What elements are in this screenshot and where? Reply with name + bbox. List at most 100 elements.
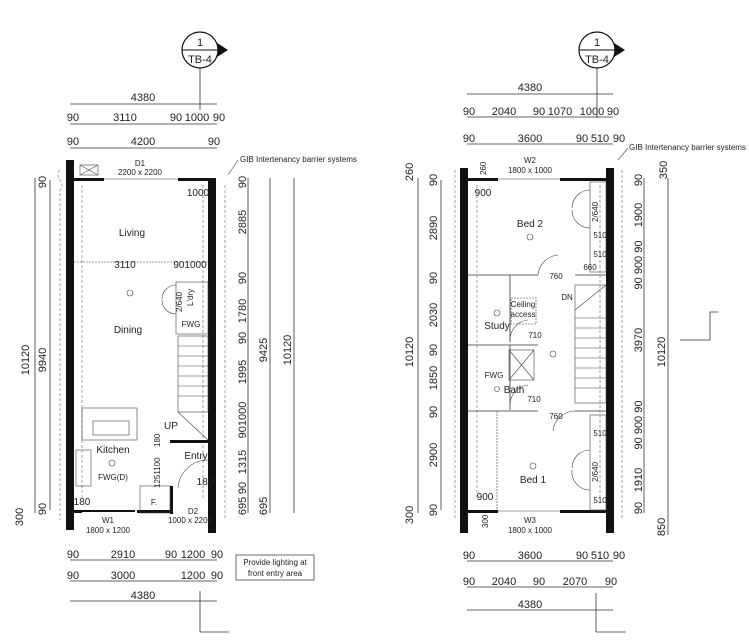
dim-text: 4200 — [131, 136, 155, 148]
door-tag: D1 — [135, 159, 146, 168]
dim-text: 1995 — [237, 360, 249, 384]
window-tag: W2 — [524, 156, 537, 165]
dim-text: 90 — [170, 112, 182, 124]
ceiling-access-label: Ceiling — [511, 300, 535, 309]
window-tag: W1 — [102, 516, 115, 525]
light-fixture-icon — [529, 462, 537, 470]
dim-text: 3600 — [518, 550, 542, 562]
right-dimensions-first: 350 90 1900 90 900 90 3970 90 900 90 191… — [633, 161, 718, 536]
room-label-laundry: L'dry — [186, 289, 195, 306]
dim-text: 510 — [593, 231, 607, 240]
dim-text: 300 — [481, 514, 490, 528]
dim-text: 510 — [593, 496, 607, 505]
dim-text: 1000 — [187, 188, 210, 199]
door-tag: D2 — [188, 507, 199, 516]
dim-text: 260 — [479, 161, 488, 175]
note-line: Provide lighting at — [243, 558, 307, 567]
walls-left — [57, 160, 226, 533]
dim-text: 90 — [613, 550, 625, 562]
dim-text: 1315 — [237, 450, 249, 474]
room-label-bed2: Bed 2 — [517, 219, 544, 230]
dim-text: 1850 — [428, 366, 440, 390]
dim-text: 90 — [67, 136, 79, 148]
dim-text: 90 — [428, 504, 440, 516]
dim-text: 2/640 — [591, 201, 600, 222]
fridge-label: F. — [151, 498, 157, 507]
dim-text: 90 — [237, 176, 249, 188]
dim-text: 90 — [213, 112, 225, 124]
gib-barrier-note: GIB Intertenancy barrier systems — [240, 155, 357, 164]
dim-text: 3110 — [114, 260, 136, 271]
dim-text: 2030 — [428, 303, 440, 327]
light-fixture-icon — [108, 459, 116, 467]
dim-text: 90 — [211, 549, 223, 561]
dim-text: 90 900 90 — [633, 401, 645, 450]
dim-text: 350 — [658, 161, 670, 179]
ceiling-access-label: access — [511, 310, 536, 319]
dim-text: 90 — [165, 549, 177, 561]
room-label-dining: Dining — [114, 325, 142, 336]
dim-text: 180 — [153, 433, 162, 447]
window-size: 1800 x 1000 — [508, 166, 553, 175]
dim-text: 900 — [475, 188, 492, 199]
light-fixture-icon — [493, 309, 501, 317]
section-number: 1 — [197, 37, 203, 49]
dim-text: 90 — [237, 272, 249, 284]
dim-text: 10120 — [20, 345, 32, 376]
dim-text: 695 — [237, 497, 249, 515]
dim-text: 660 — [583, 263, 597, 272]
dim-text: 4380 — [131, 92, 155, 104]
dim-text: 90 900 90 — [633, 241, 645, 290]
dim-text: 90 — [237, 482, 249, 494]
dim-text: 4380 — [518, 82, 542, 94]
dim-text: 90 — [633, 174, 645, 186]
dim-text: 90 — [208, 136, 220, 148]
dim-text: 90 — [607, 106, 619, 118]
dim-text: 1900 — [633, 203, 645, 227]
dim-text: 90 — [463, 106, 475, 118]
dim-text: 4380 — [131, 590, 155, 602]
dim-text: 710 — [528, 331, 542, 340]
dim-text: 710 — [527, 395, 541, 404]
room-label-study: Study — [484, 321, 510, 332]
dim-text: 90 — [67, 112, 79, 124]
dim-text: 510 — [591, 133, 609, 145]
room-label-entry: Entry — [184, 451, 207, 462]
dim-text: 1910 — [633, 468, 645, 492]
dim-text: 1251100 — [153, 457, 162, 488]
dim-text: 760 — [549, 272, 563, 281]
dim-text: 9940 — [37, 348, 49, 372]
room-label-living: Living — [119, 228, 145, 239]
stair-treads-left — [178, 345, 208, 397]
dim-text: 90 — [211, 570, 223, 582]
room-label-bath: Bath — [504, 385, 525, 396]
dim-text: 1780 — [237, 299, 249, 323]
dim-text: 90 — [463, 576, 475, 588]
dim-text: 10120 — [282, 335, 294, 366]
right-dimensions-ground: 90 2885 90 1780 90 1995 901000 1315 90 6… — [237, 176, 295, 515]
fwg-label: FWG — [485, 371, 504, 380]
dim-text: 260 — [404, 163, 416, 181]
dim-text: 90 — [428, 174, 440, 186]
dim-text: 10120 — [404, 337, 416, 368]
bottom-dimensions-first: 90 3600 90 510 90 90 2040 90 2070 90 438… — [463, 550, 626, 633]
dim-text: 90 — [37, 503, 49, 515]
dim-text: 695 — [258, 497, 270, 515]
dim-text: 2885 — [237, 210, 249, 234]
first-floor-plan: 1 TB-4 4380 90 2040 90 1070 1000 90 90 3… — [404, 31, 746, 633]
dim-text: 901000 — [237, 402, 249, 439]
top-dimensions-left: 4380 90 3110 90 1000 90 90 4200 90 — [67, 92, 225, 149]
dim-text: 90 — [463, 133, 475, 145]
dim-text: 510 — [593, 429, 607, 438]
dim-text: 90 — [633, 502, 645, 514]
extractor-fan-icon — [494, 386, 500, 392]
dim-text: 900 — [477, 492, 494, 503]
dim-text: 901000 — [173, 260, 207, 271]
dim-text: 90 — [463, 550, 475, 562]
stair-treads-right — [575, 317, 606, 389]
dim-text: 300 — [404, 506, 416, 524]
bottom-dimensions-ground: 90 2910 90 1200 90 90 3000 1200 90 4380 — [67, 549, 229, 633]
dim-text: 2/640 — [591, 461, 600, 482]
dim-text: 90 — [605, 576, 617, 588]
room-label-kitchen: Kitchen — [96, 445, 129, 456]
